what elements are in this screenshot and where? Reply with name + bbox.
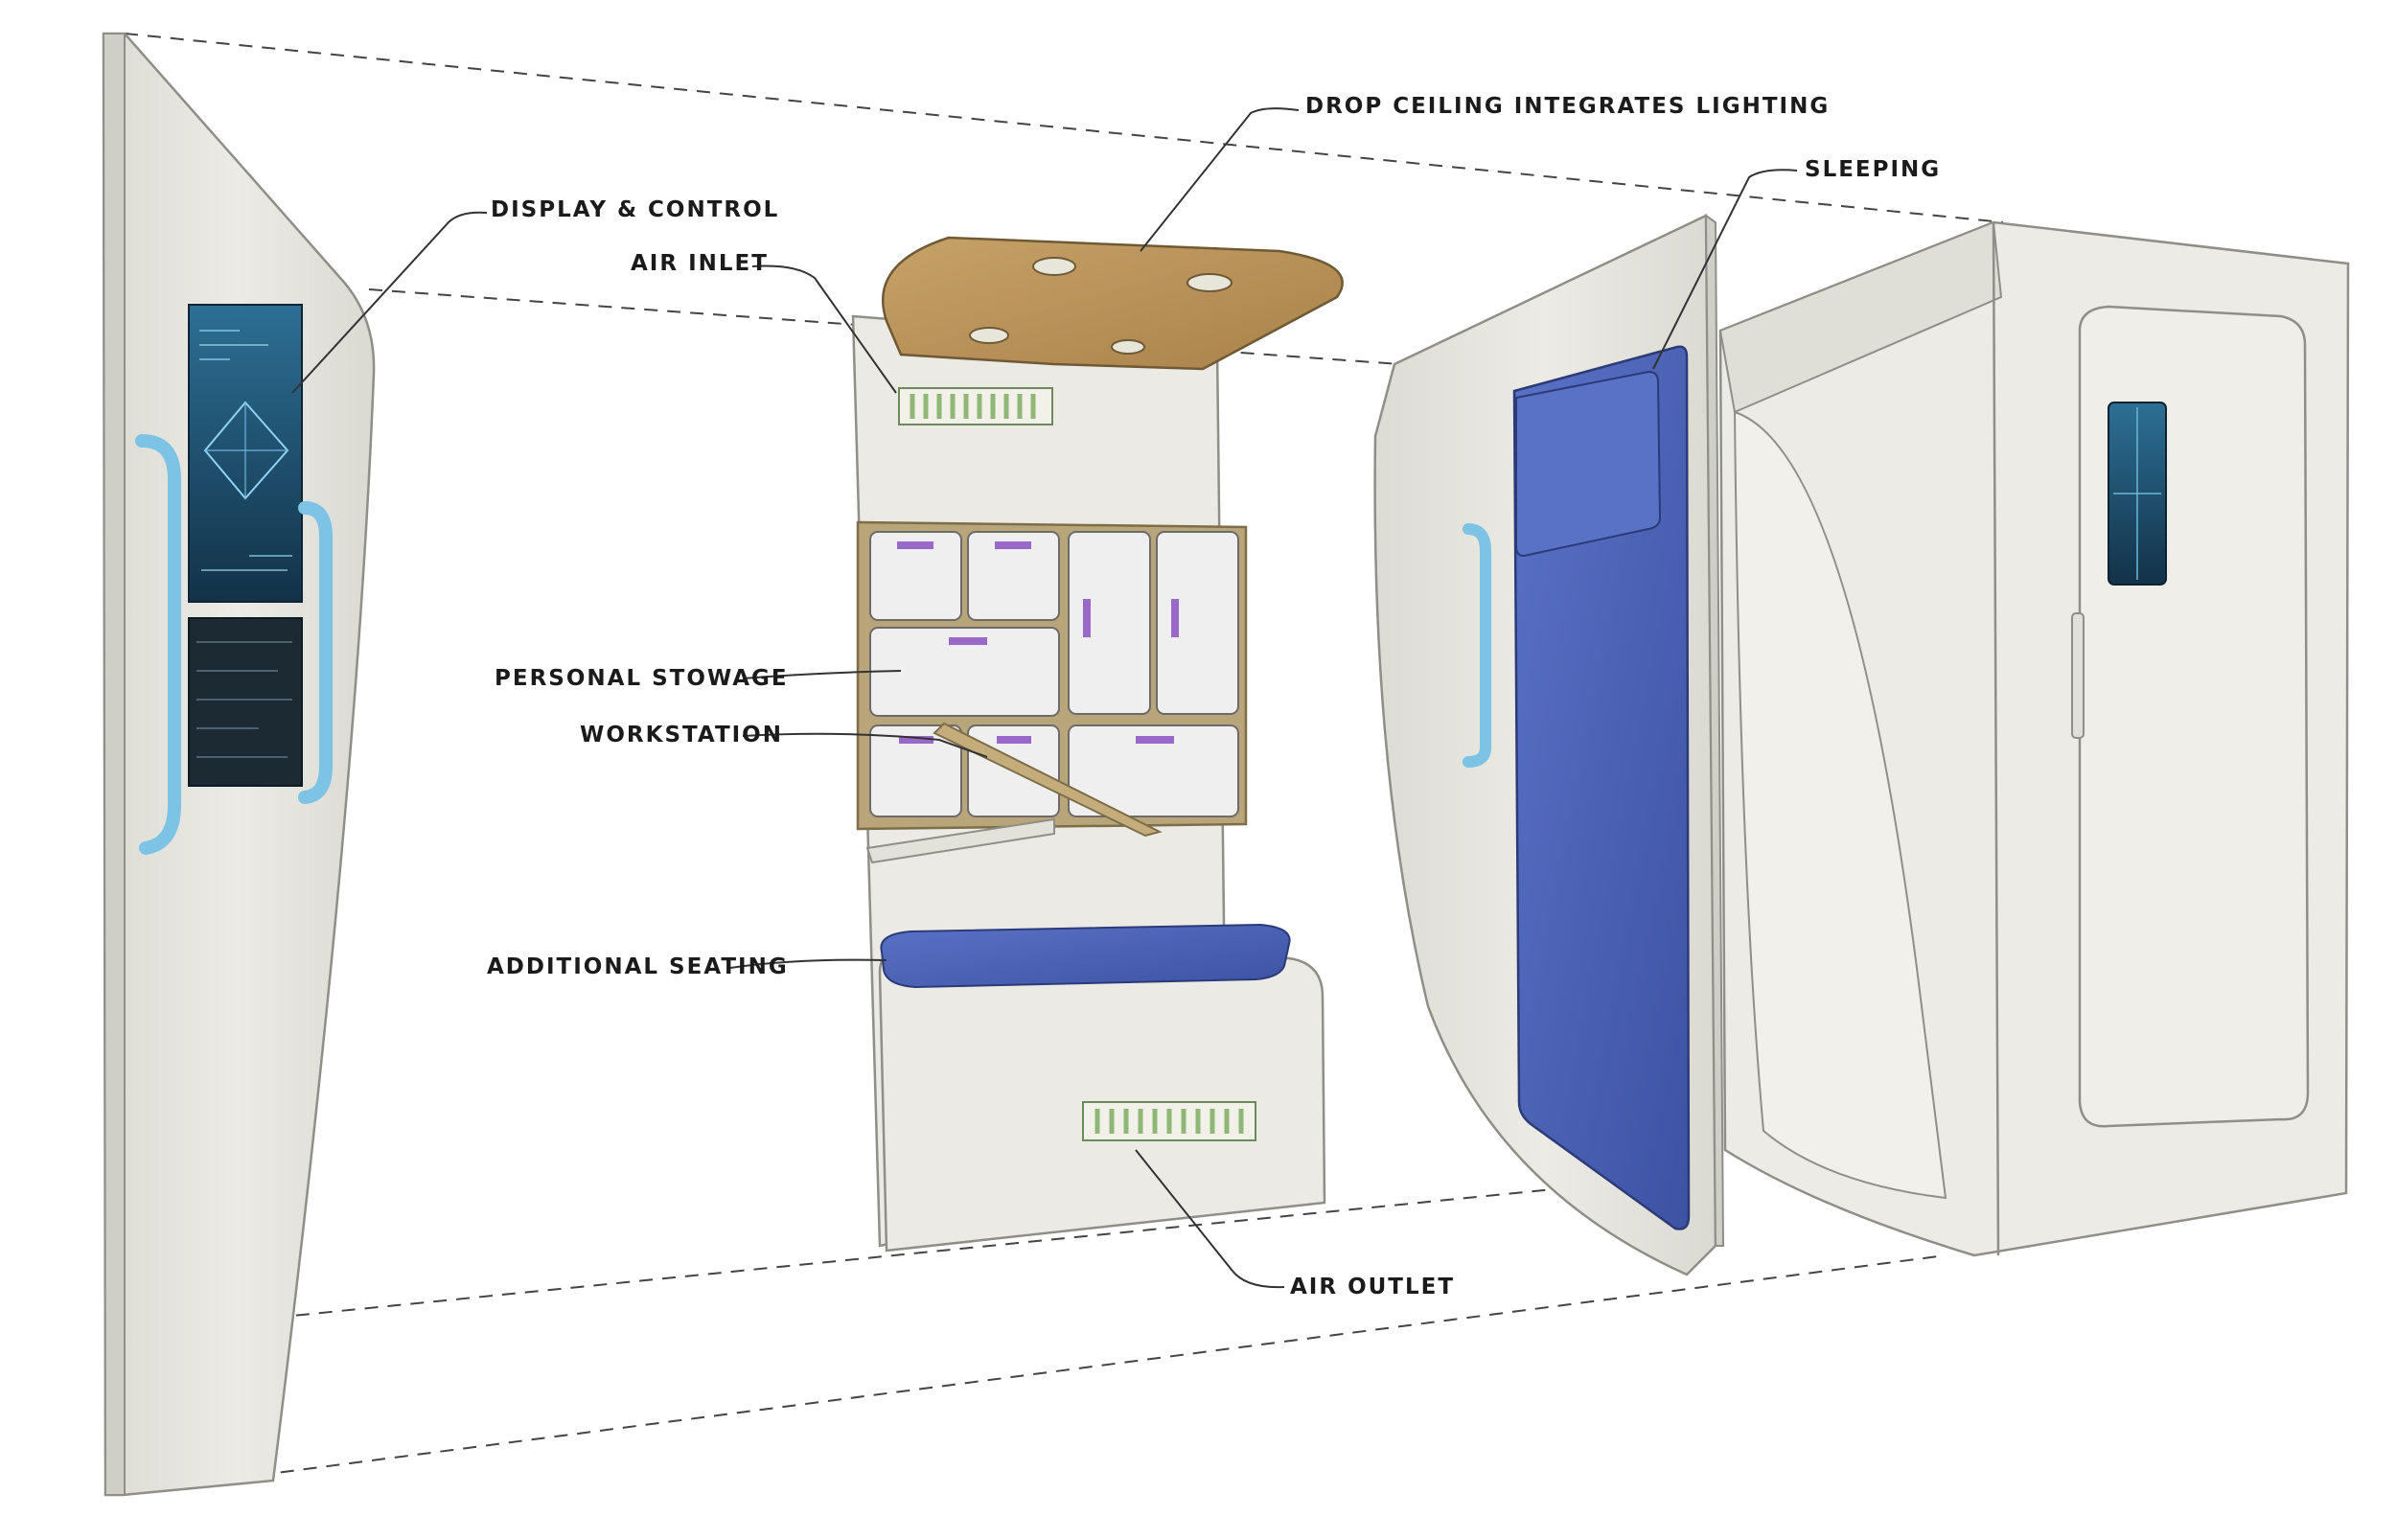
label-personal-stowage: PERSONAL STOWAGE — [495, 666, 789, 691]
grab-rail-right — [298, 501, 333, 804]
center-unit — [851, 236, 1344, 1253]
booth-door-handle — [2071, 612, 2085, 739]
label-workstation: WORKSTATION — [580, 723, 783, 747]
label-display-control: DISPLAY & CONTROL — [491, 197, 780, 222]
stowage-drawers — [869, 531, 1239, 817]
pillow — [1515, 370, 1662, 558]
ceiling-lights — [969, 257, 1233, 355]
label-drop-ceiling: DROP CEILING INTEGRATES LIGHTING — [1305, 94, 1831, 119]
seat-base — [878, 947, 1326, 1253]
sleeping-bag — [1512, 345, 1691, 1230]
left-wall-panel — [102, 32, 376, 1497]
display-screen-lower — [188, 617, 303, 787]
workstation-table — [933, 722, 1163, 838]
label-air-outlet: AIR OUTLET — [1290, 1275, 1456, 1299]
air-inlet-vent — [898, 387, 1053, 425]
seat-cushion — [880, 923, 1291, 989]
callout-leaders — [291, 107, 1798, 1289]
label-air-inlet: AIR INLET — [631, 251, 769, 276]
label-sleeping: SLEEPING — [1805, 157, 1942, 182]
grab-rail-door — [1463, 523, 1491, 768]
sleeping-panel — [1373, 214, 1725, 1276]
sleeping-booth — [1718, 220, 2350, 1257]
drawer-handles — [897, 541, 1179, 744]
label-additional-seating: ADDITIONAL SEATING — [487, 954, 789, 979]
grab-rail-left — [135, 434, 181, 855]
